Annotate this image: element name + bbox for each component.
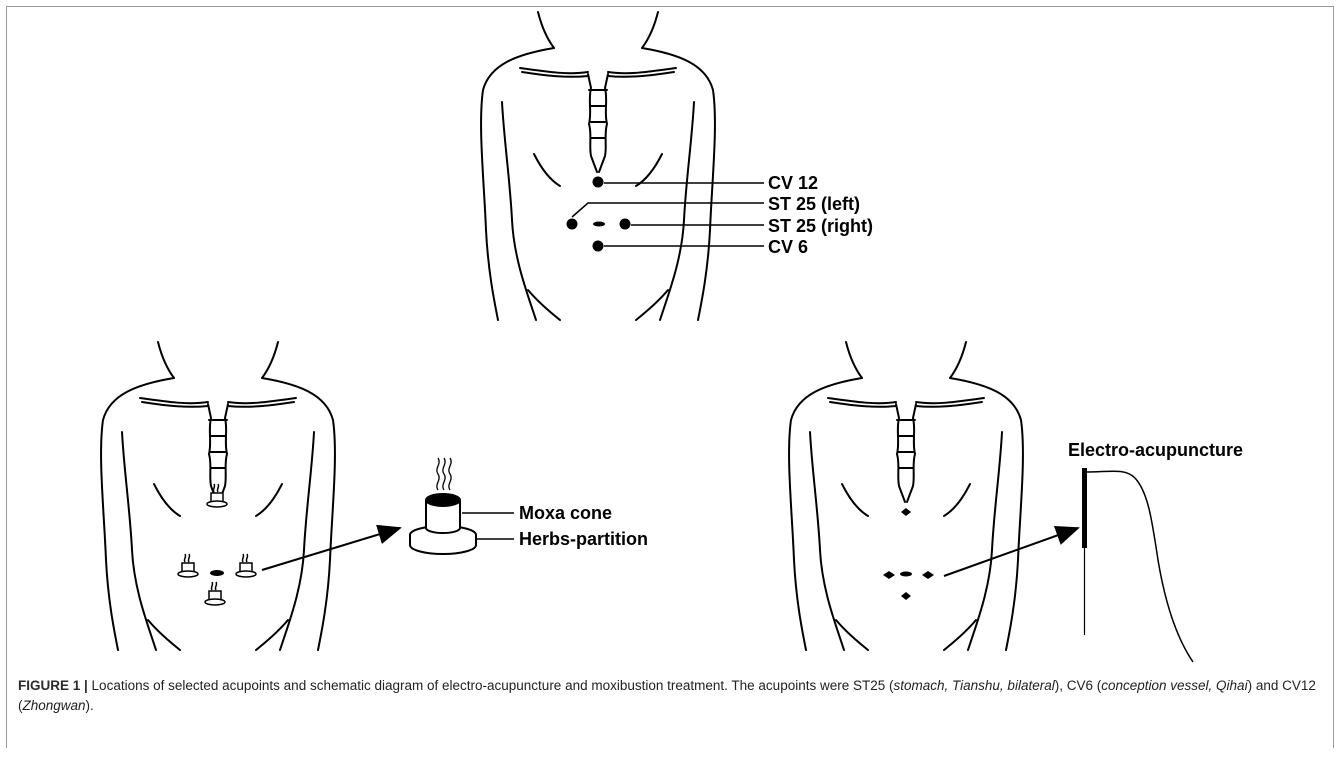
figure-number: FIGURE 1 |: [18, 678, 88, 693]
electro-acupuncture-torso-figure: Electro-acupuncture: [789, 342, 1243, 662]
cv12-point: [593, 177, 604, 188]
needle-handle: [1082, 468, 1087, 548]
cv6-point: [593, 241, 604, 252]
moxa-cone-label: Moxa cone: [519, 503, 612, 523]
top-torso-figure: CV 12 ST 25 (left) ST 25 (right) CV 6: [481, 12, 873, 320]
electrode-wire: [1087, 471, 1193, 662]
moxa-cup-st25-right: [236, 554, 256, 577]
moxibustion-torso-figure: Moxa cone Herbs-partition: [101, 342, 648, 650]
st25-left-leader: [572, 203, 764, 217]
st25-right-label: ST 25 (right): [768, 216, 873, 236]
ea-st25-right-point: [922, 571, 934, 579]
ea-navel-mark: [900, 572, 912, 577]
electro-arrow: [944, 528, 1078, 576]
caption-text-2: ), CV6 (: [1055, 678, 1102, 693]
caption-italic-3: Zhongwan: [23, 698, 86, 713]
herbs-partition-label: Herbs-partition: [519, 529, 648, 549]
caption-text-4: ).: [86, 698, 94, 713]
moxa-cone-detail: [410, 458, 476, 554]
navel-mark: [593, 222, 605, 227]
moxa-cup-st25-left: [178, 554, 198, 577]
caption-text-1: Locations of selected acupoints and sche…: [88, 678, 894, 693]
ea-cv12-point: [901, 508, 911, 516]
cv6-label: CV 6: [768, 237, 808, 257]
st25-left-label: ST 25 (left): [768, 194, 860, 214]
caption-italic-1: stomach, Tianshu, bilateral: [894, 678, 1055, 693]
st25-right-point: [620, 219, 631, 230]
moxa-navel-mark: [210, 570, 224, 576]
figure-caption: FIGURE 1 | Locations of selected acupoin…: [18, 676, 1318, 716]
electro-acupuncture-label: Electro-acupuncture: [1068, 440, 1243, 460]
cv12-label: CV 12: [768, 173, 818, 193]
st25-left-point: [567, 219, 578, 230]
ea-st25-left-point: [883, 571, 895, 579]
ea-cv6-point: [901, 592, 911, 600]
moxa-cup-cv6: [205, 582, 225, 605]
caption-italic-2: conception vessel, Qihai: [1101, 678, 1247, 693]
